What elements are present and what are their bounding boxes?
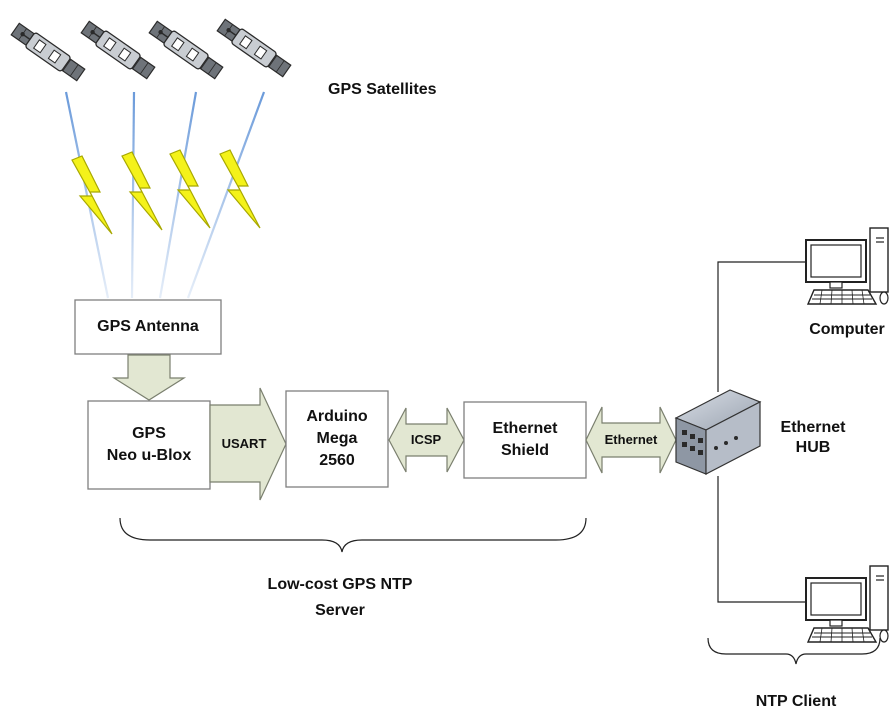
client-group-brace [707, 637, 881, 665]
satellite-icon [216, 18, 292, 78]
arduino-box [285, 390, 389, 488]
gps-module-line2: Neo u-Blox [106, 447, 192, 464]
satellite-icon [10, 22, 86, 82]
computer-icon [805, 227, 889, 305]
usart-arrow [209, 387, 287, 501]
ethernet-hub-line2: HUB [795, 439, 831, 456]
lightning-icon [169, 149, 211, 229]
arduino-line3: 2560 [319, 452, 355, 469]
ethernet-shield-box [463, 401, 587, 479]
ethernet-hub-icon [674, 389, 762, 475]
usart-label: USART [221, 436, 267, 451]
ntp-client-computer-icon [805, 565, 889, 643]
network-lines [717, 261, 806, 603]
satellites [10, 18, 292, 82]
satellite-icon [148, 20, 224, 80]
lightning-icon [121, 151, 163, 231]
ethernet-shield-label: Ethernet Shield [464, 402, 586, 478]
ethernet-shield-line1: Ethernet [492, 420, 558, 437]
gps-module-line1: GPS [132, 425, 166, 442]
ethernet-hub-line1: Ethernet [780, 419, 846, 436]
server-group-line1: Low-cost GPS NTP [267, 576, 413, 593]
ethernet-link-label: Ethernet [604, 432, 658, 447]
gps-module-box [87, 400, 211, 490]
ethernet-shield-line2: Shield [500, 442, 549, 459]
gps-module-label: GPS Neo u-Blox [88, 401, 210, 489]
server-group-label: Low-cost GPS NTP Server [250, 575, 430, 621]
server-group-brace [119, 517, 587, 553]
gps-satellites-label: GPS Satellites [328, 81, 437, 98]
signal-beams [64, 91, 266, 299]
server-group-line2: Server [315, 602, 365, 619]
lightning-icon [219, 149, 261, 229]
arduino-line2: Mega [316, 430, 358, 447]
computer-label: Computer [809, 321, 885, 338]
arduino-line1: Arduino [306, 408, 368, 425]
icsp-label: ICSP [410, 432, 442, 447]
arduino-label: Arduino Mega 2560 [286, 391, 388, 487]
ethernet-hub-label: Ethernet HUB [776, 418, 850, 458]
satellite-icon [80, 20, 156, 80]
antenna-down-arrow [111, 354, 187, 401]
signal-lightning-icons [71, 149, 261, 235]
gps-antenna-label: GPS Antenna [97, 318, 199, 335]
gps-antenna-box [74, 299, 222, 355]
ntp-client-label: NTP Client [755, 693, 837, 710]
